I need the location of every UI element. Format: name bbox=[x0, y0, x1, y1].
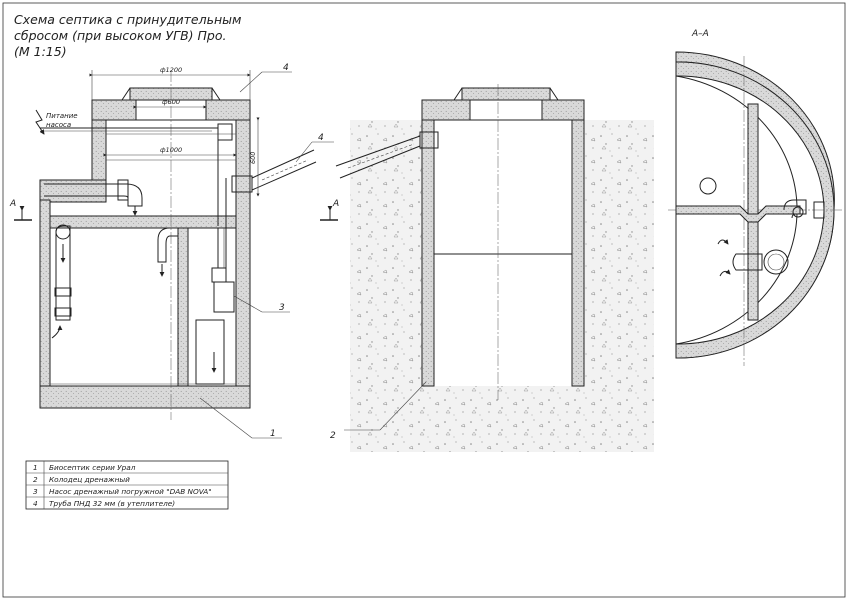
inlet-pipe-hole bbox=[699, 177, 717, 195]
legend-text-2: Колодец дренажный bbox=[49, 475, 130, 484]
power-label-line-1: Питание bbox=[46, 112, 78, 120]
well-inlet-fitting bbox=[419, 131, 439, 149]
power-label-line-2: насоса bbox=[46, 121, 71, 129]
title-line-1: Схема септика с принудительным bbox=[14, 12, 241, 27]
tank-wall-left-lower bbox=[39, 199, 51, 401]
power-icon bbox=[35, 109, 45, 135]
section-aa-view: А–А bbox=[668, 29, 842, 366]
callout-4-top: 4 bbox=[283, 63, 289, 73]
well-inlet-pipe bbox=[335, 135, 421, 179]
callout-2: 2 bbox=[330, 431, 336, 441]
pump-basket bbox=[195, 319, 225, 385]
cut-mark-right: А bbox=[332, 199, 339, 209]
title-line-2: сбросом (при высоком УГВ) Про. bbox=[14, 28, 227, 43]
legend-text-1: Биосептик серии Урал bbox=[49, 463, 136, 472]
legend-num-2: 2 bbox=[33, 475, 38, 484]
soil-bottom bbox=[422, 386, 584, 452]
drawing-title: Схема септика с принудительным сбросом (… bbox=[14, 12, 241, 59]
dim-outer-diameter: ф1200 bbox=[160, 66, 182, 74]
legend-text-3: Насос дренажный погружной "DAB NOVA" bbox=[49, 487, 212, 496]
septic-section-view: Питание насоса ф1200 ф600 ф1000 600 А А … bbox=[9, 63, 339, 439]
title-line-3: (М 1:15) bbox=[14, 44, 67, 59]
tank-wall-left-upper bbox=[91, 119, 107, 183]
tank-internal-slab bbox=[49, 215, 237, 229]
pump-chamber-wall bbox=[177, 227, 189, 387]
soil-left bbox=[350, 120, 422, 452]
power-junction-box bbox=[217, 123, 233, 141]
dim-depth: 600 bbox=[249, 152, 257, 164]
callout-3: 3 bbox=[279, 303, 285, 313]
soil-right bbox=[584, 120, 654, 452]
callout-1: 1 bbox=[270, 429, 276, 439]
legend-table: 1 Биосептик серии Урал 2 Колодец дренажн… bbox=[25, 460, 229, 510]
pump-top-view bbox=[763, 249, 789, 275]
legend-num-4: 4 bbox=[33, 499, 38, 508]
dim-neck-diameter: ф600 bbox=[162, 98, 180, 106]
well-neck-ring bbox=[461, 87, 551, 101]
legend-num-1: 1 bbox=[33, 463, 38, 472]
drainage-pump bbox=[213, 281, 235, 313]
well-wall-right bbox=[571, 119, 585, 387]
legend-text-4: Труба ПНД 32 мм (в утеплителе) bbox=[49, 499, 175, 508]
callout-4-pipe: 4 bbox=[318, 133, 324, 143]
drainage-well-view: 2 bbox=[330, 84, 654, 452]
tank-bottom-slab bbox=[39, 385, 251, 409]
legend-num-3: 3 bbox=[33, 487, 38, 496]
section-label: А–А bbox=[691, 29, 709, 39]
pressure-pipe-out bbox=[251, 149, 317, 191]
inlet-block bbox=[39, 179, 107, 203]
well-wall-left bbox=[421, 119, 435, 387]
dim-inner-diameter: ф1000 bbox=[160, 146, 182, 154]
pump-motor bbox=[211, 267, 227, 283]
outlet-fitting bbox=[231, 175, 253, 193]
section-partition bbox=[747, 103, 759, 321]
cut-mark-left: А bbox=[9, 199, 16, 209]
tank-wall-right bbox=[235, 119, 251, 401]
